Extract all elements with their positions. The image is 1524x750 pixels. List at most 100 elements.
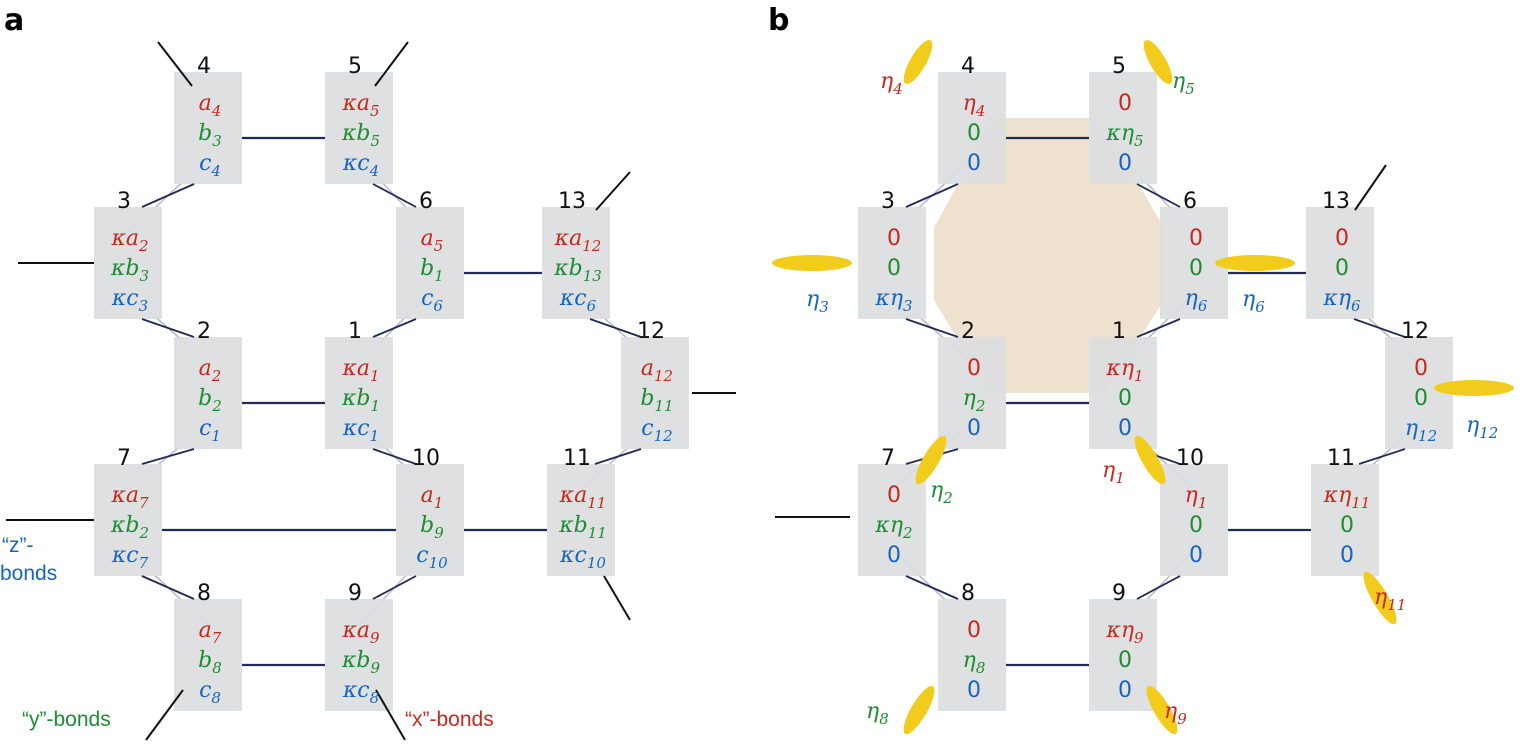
site-10-row-0: a1 — [421, 483, 444, 512]
diag-bond-1 — [1136, 183, 1181, 208]
site-number-1: 1 — [1112, 319, 1126, 344]
site-6-row-2: η6 — [1185, 286, 1208, 315]
site-number-8: 8 — [961, 581, 975, 606]
majorana-label-9: η9 — [1164, 699, 1187, 728]
site-box-10 — [396, 464, 464, 576]
site-5-row-2: κc4 — [342, 151, 379, 180]
site-4-row-0: a4 — [199, 91, 222, 120]
site-number-3: 3 — [117, 189, 131, 214]
site-6-row-0: 0 — [1189, 226, 1203, 251]
site-12-row-1: b11 — [640, 386, 673, 415]
site-11-row-1: κb11 — [558, 513, 607, 542]
panel-label-a: a — [4, 3, 24, 38]
site-number-7: 7 — [881, 446, 895, 471]
site-number-11: 11 — [1327, 446, 1355, 471]
site-13-row-0: 0 — [1335, 226, 1349, 251]
diag-bond-2 — [905, 318, 959, 338]
majorana-petal-0 — [903, 39, 933, 85]
site-4-row-1: 0 — [967, 121, 981, 146]
site-3-row-1: κb3 — [110, 256, 149, 285]
external-leg-3 — [595, 171, 631, 211]
site-number-6: 6 — [419, 189, 433, 214]
diag-bond-6 — [372, 448, 417, 465]
site-9-row-1: κb9 — [341, 648, 381, 677]
site-12-row-0: 0 — [1414, 356, 1428, 381]
majorana-petal-7 — [1363, 571, 1397, 625]
site-11-row-2: κc10 — [559, 543, 606, 572]
site-number-2: 2 — [197, 319, 211, 344]
site-number-12: 12 — [1401, 319, 1429, 344]
majorana-petal-2 — [772, 255, 852, 271]
diag-bond-1 — [372, 183, 417, 208]
site-13-row-0: κa12 — [554, 226, 602, 255]
site-4-row-2: c4 — [199, 151, 221, 180]
z-bonds-label-2: bonds — [0, 562, 57, 585]
site-box-3 — [94, 207, 162, 319]
diag-bond-4 — [589, 318, 642, 338]
panel-b: b4η40050κη50300κη3600η61300κη620η201κη10… — [768, 3, 1514, 735]
site-8-row-1: η8 — [963, 648, 986, 677]
external-leg-0 — [1354, 164, 1387, 211]
site-box-12 — [1385, 337, 1453, 449]
site-box-8 — [938, 599, 1006, 711]
majorana-petal-6 — [1134, 435, 1166, 485]
site-12-row-2: η12 — [1405, 416, 1437, 445]
site-box-10 — [1160, 464, 1228, 576]
site-box-9 — [325, 599, 393, 711]
site-4-row-1: b3 — [198, 121, 222, 150]
site-2-row-2: c1 — [199, 416, 221, 445]
site-box-1 — [1089, 337, 1157, 449]
site-9-row-2: 0 — [1118, 678, 1132, 703]
majorana-label-11: η11 — [1374, 585, 1406, 614]
majorana-label-12: η12 — [1466, 413, 1498, 442]
site-7-row-2: κc7 — [111, 543, 149, 572]
flux-plaquette — [934, 118, 1164, 393]
site-number-11: 11 — [563, 446, 591, 471]
site-4-row-2: 0 — [967, 151, 981, 176]
site-8-row-2: c8 — [199, 678, 221, 707]
site-3-row-2: κη3 — [874, 286, 912, 315]
site-1-row-2: 0 — [1118, 416, 1132, 441]
site-13-row-2: κc6 — [559, 286, 597, 315]
site-11-row-0: κη11 — [1323, 483, 1371, 512]
x-bonds-label: “x”-bonds — [405, 708, 494, 731]
site-box-5 — [1089, 72, 1157, 184]
site-10-row-1: 0 — [1189, 513, 1203, 538]
site-number-7: 7 — [117, 446, 131, 471]
diag-bond-9 — [1136, 575, 1181, 600]
site-12-row-0: a12 — [641, 356, 673, 385]
site-3-row-0: κa2 — [110, 226, 148, 255]
diag-bond-5 — [141, 448, 195, 465]
site-number-13: 13 — [558, 189, 586, 214]
majorana-label-3: η3 — [806, 287, 829, 316]
diag-bond-3 — [1136, 318, 1181, 338]
site-11-row-1: 0 — [1340, 513, 1354, 538]
site-13-row-1: κb13 — [553, 256, 602, 285]
site-number-5: 5 — [348, 54, 362, 79]
external-leg-0 — [157, 41, 193, 87]
site-7-row-0: 0 — [887, 483, 901, 508]
site-9-row-0: κη9 — [1105, 618, 1144, 647]
site-box-2 — [174, 337, 242, 449]
site-6-row-1: b1 — [420, 256, 444, 285]
site-number-3: 3 — [881, 189, 895, 214]
site-7-row-1: κb2 — [110, 513, 149, 542]
site-6-row-2: c6 — [421, 286, 443, 315]
site-9-row-0: κa9 — [341, 618, 380, 647]
diag-bond-0 — [905, 183, 959, 208]
site-2-row-1: η2 — [963, 386, 986, 415]
site-number-6: 6 — [1183, 189, 1197, 214]
diag-bond-2 — [141, 318, 195, 338]
diag-bond-3 — [372, 318, 417, 338]
site-3-row-2: κc3 — [111, 286, 148, 315]
site-number-9: 9 — [1112, 581, 1126, 606]
site-number-4: 4 — [197, 54, 211, 79]
external-leg-8 — [375, 689, 406, 741]
site-number-9: 9 — [348, 581, 362, 606]
site-8-row-0: 0 — [967, 618, 981, 643]
site-2-row-0: 0 — [967, 356, 981, 381]
majorana-label-1: η1 — [1102, 458, 1125, 487]
majorana-petal-8 — [903, 685, 935, 735]
majorana-label-6: η6 — [1242, 287, 1265, 316]
